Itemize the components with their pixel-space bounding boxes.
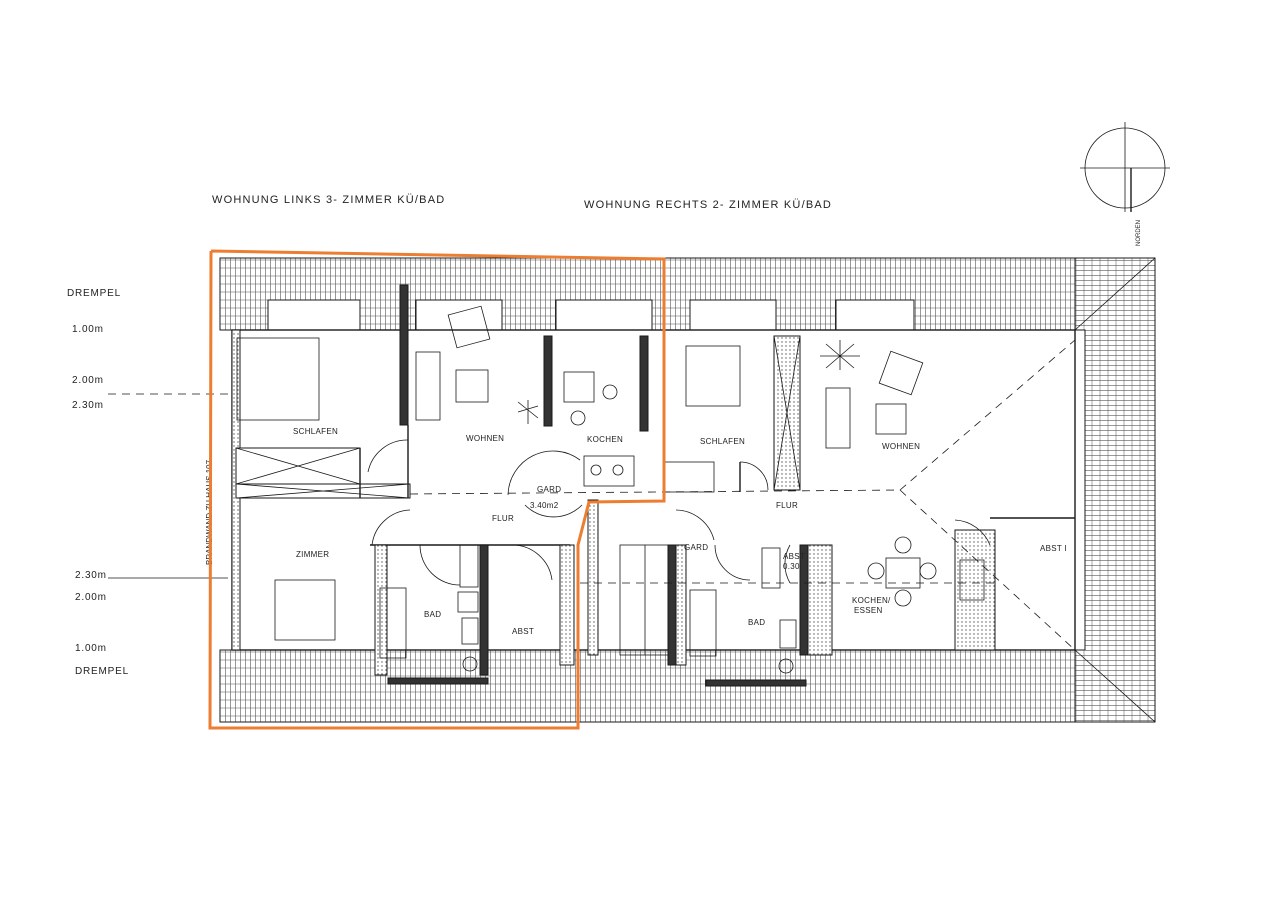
room-right-gard: GARD (684, 543, 708, 552)
room-left-gard-area: 3.40m2 (530, 501, 559, 510)
stairwell (587, 499, 677, 666)
furniture-left (236, 305, 635, 672)
left-apartment-highlight (208, 249, 666, 730)
title-right-apartment: WOHNUNG RECHTS 2- ZIMMER KÜ/BAD (584, 199, 832, 211)
room-left-wohnen: WOHNEN (466, 434, 504, 443)
room-left-schlafen: SCHLAFEN (293, 427, 338, 436)
room-left-gard: GARD (537, 485, 561, 494)
room-right-flur: FLUR (776, 501, 798, 510)
compass: NORDEN (1080, 122, 1170, 246)
height-label-230-bottom: 2.30m (75, 570, 107, 581)
room-left-abst: ABST (512, 627, 534, 636)
room-left-flur: FLUR (492, 514, 514, 523)
room-left-kochen: KOCHEN (587, 435, 623, 444)
doors-left (367, 439, 583, 586)
room-right-schlafen: SCHLAFEN (700, 437, 745, 446)
height-label-200-top: 2.00m (72, 375, 104, 386)
dormers (267, 299, 915, 331)
room-right-kochen-essen-1: KOCHEN/ (852, 596, 891, 605)
height-label-100-top: 1.00m (72, 324, 104, 335)
height-label-230-top: 2.30m (72, 400, 104, 411)
room-right-wohnen: WOHNEN (882, 442, 920, 451)
furniture-right (685, 340, 985, 674)
room-left-bad: BAD (424, 610, 441, 619)
walls-left (235, 284, 649, 685)
room-right-abst1: ABST I (1040, 544, 1067, 553)
room-right-abst-small: ABST (783, 552, 805, 561)
room-right-kochen-essen-2: ESSEN (854, 606, 883, 615)
walls-right (663, 335, 1075, 687)
height-label-drempel-bottom: DREMPEL (75, 666, 129, 677)
roof-eaves (219, 257, 1156, 723)
height-label-100-bottom: 1.00m (75, 643, 107, 654)
room-left-zimmer: ZIMMER (296, 550, 329, 559)
height-label-drempel-top: DREMPEL (67, 288, 121, 299)
room-right-abst-small-area: 0.30 (783, 562, 800, 571)
doors-right (675, 461, 991, 584)
height-label-200-bottom: 2.00m (75, 592, 107, 603)
compass-label: NORDEN (1136, 220, 1142, 246)
room-right-bad: BAD (748, 618, 765, 627)
title-left-apartment: WOHNUNG LINKS 3- ZIMMER KÜ/BAD (212, 194, 445, 206)
